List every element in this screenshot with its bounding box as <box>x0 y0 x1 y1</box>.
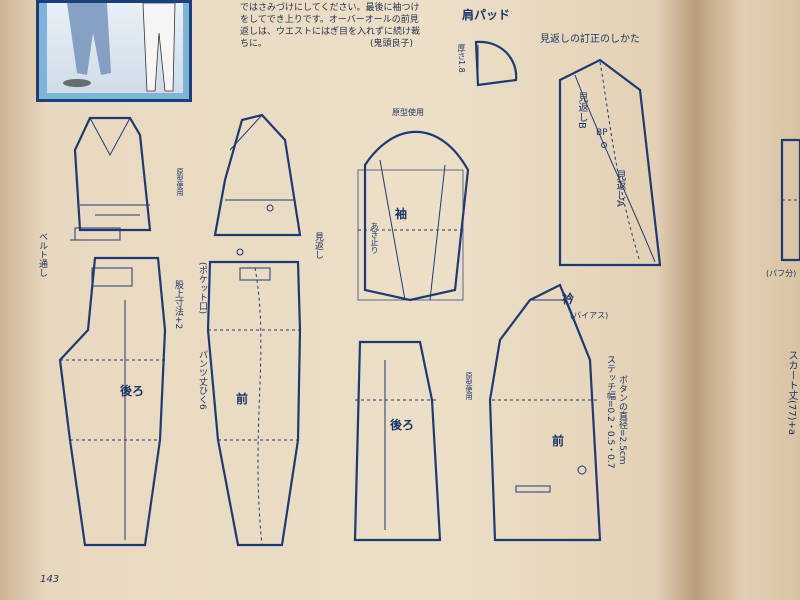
page-number: 143 <box>40 574 60 585</box>
belt-loop-label: ベルト通し <box>37 232 47 277</box>
skirt-length-label: スカート丈(77)+a <box>786 350 797 436</box>
bp-label: BP <box>596 128 608 138</box>
back-label-bodice: 後ろ <box>390 418 415 432</box>
front-label-overall: 前 <box>236 392 249 406</box>
shoulder-pad-shape <box>474 40 518 87</box>
front-label-bodice: 前 <box>552 434 565 448</box>
original-use-label-bodice: 原型使用 <box>465 372 473 400</box>
overall-front-bib <box>213 113 302 256</box>
crotch-label: 股上寸法+2 <box>173 280 183 330</box>
figure-sketch <box>63 2 176 92</box>
author-credit: (鬼頭良子) <box>370 39 414 49</box>
pocket-label: (ポケット口) <box>197 262 207 315</box>
shoulder-pad-thickness: 厚さ1.8 <box>457 44 466 73</box>
pants-back-leg <box>58 256 167 547</box>
pants-length-label: パンツ丈ひく6 <box>197 350 207 410</box>
button-label: ボタンの直径=2.5cm <box>617 375 627 465</box>
facing-b-label: 見返しB <box>576 92 587 129</box>
facing-correction-drawing <box>558 58 662 267</box>
pants-front-leg <box>206 260 302 547</box>
puff-label: (パフ分) <box>766 269 797 278</box>
instruction-line-2: をしてでき上りです。オーバーオールの前見 <box>240 15 419 25</box>
garment-photo <box>36 0 192 102</box>
photo-figure <box>47 2 183 93</box>
back-bodice <box>353 340 442 542</box>
facing-correction-title: 見返しの訂正のしかた <box>540 34 640 45</box>
skirt-partial <box>780 138 800 262</box>
overall-back-bib <box>70 116 152 241</box>
stitch-label: ステッチ幅=0.2・0.5・0.7 <box>605 355 615 469</box>
front-bodice <box>488 283 602 542</box>
bias-label: (バイアス) <box>570 311 609 320</box>
facing-label: 見返し <box>313 232 323 259</box>
back-label-overall: 後ろ <box>120 384 145 398</box>
instruction-line-1: ではさみづけにしてください。最後に袖つけ <box>240 3 420 13</box>
shoulder-pad-title: 肩パッド <box>462 8 511 22</box>
instruction-line-3: 返しは、ウエストにはぎ目を入れずに続け裁 <box>240 27 421 37</box>
sleeve-label: 袖 <box>395 207 408 221</box>
facing-a-label: 見返しA <box>614 170 625 207</box>
instruction-line-4: ちに。 <box>240 39 268 49</box>
back-width-label: あき止り <box>370 222 379 254</box>
original-use-label-overall: 原型使用 <box>176 168 184 196</box>
original-use-label-sleeve: 原型使用 <box>392 108 424 117</box>
sleeve-pattern <box>357 130 470 302</box>
